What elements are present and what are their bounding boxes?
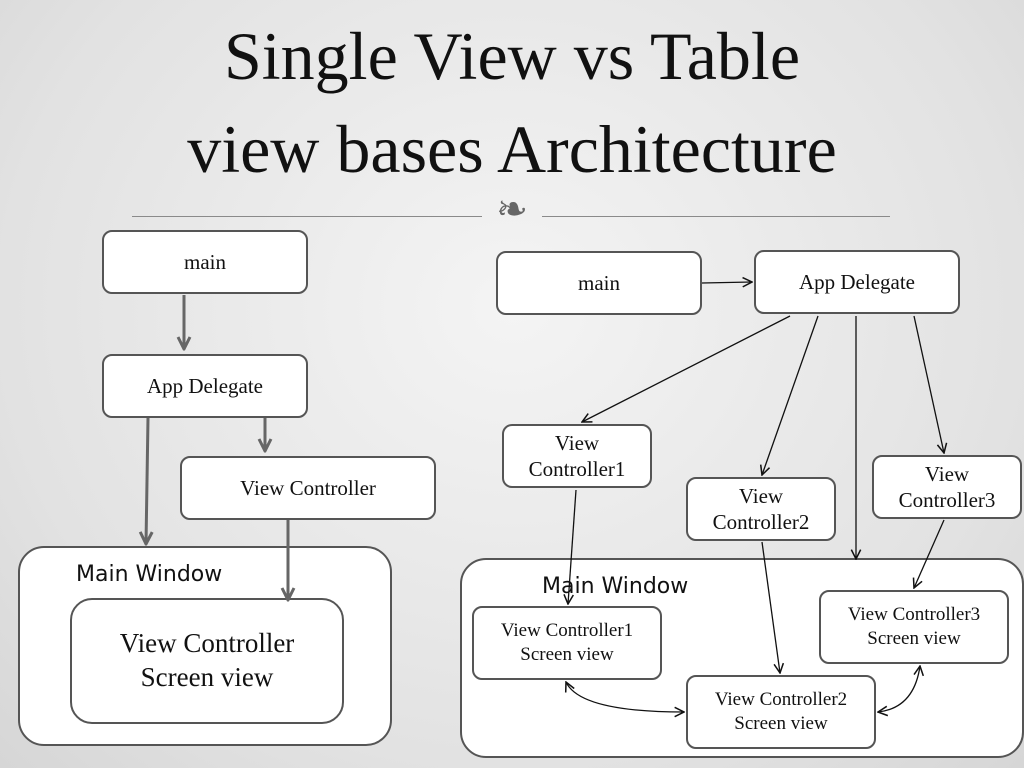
single-main-box: main [102, 230, 308, 294]
table-main-window-label: Main Window [542, 574, 689, 599]
arrow-appdelegate-to-vc3 [913, 315, 944, 453]
title-line-1: Single View vs Table [223, 18, 801, 94]
single-main-window-label: Main Window [76, 562, 223, 587]
table-vc2-box: View Controller2 [686, 477, 836, 541]
table-main-box: main [496, 251, 702, 315]
table-app-delegate-box: App Delegate [754, 250, 960, 314]
single-screen-view-box: View Controller Screen view [70, 598, 344, 724]
table-screen3-box: View Controller3 Screen view [819, 590, 1009, 664]
arrow-main-to-appdelegate-r [701, 282, 752, 283]
table-vc1-box: View Controller1 [502, 424, 652, 488]
table-screen1-box: View Controller1 Screen view [472, 606, 662, 680]
ornament-icon: ❧ [496, 187, 528, 231]
single-view-controller-box: View Controller [180, 456, 436, 520]
divider-left [132, 216, 482, 217]
table-vc3-box: View Controller3 [872, 455, 1022, 519]
table-screen2-box: View Controller2 Screen view [686, 675, 876, 749]
arrow-appdelegate-to-vc1 [582, 315, 791, 422]
single-app-delegate-box: App Delegate [102, 354, 308, 418]
divider-right [542, 216, 890, 217]
arrow-appdelegate-to-mainwindow [146, 417, 148, 544]
title-line-2: view bases Architecture [187, 111, 837, 187]
arrow-appdelegate-to-vc2 [762, 315, 819, 475]
